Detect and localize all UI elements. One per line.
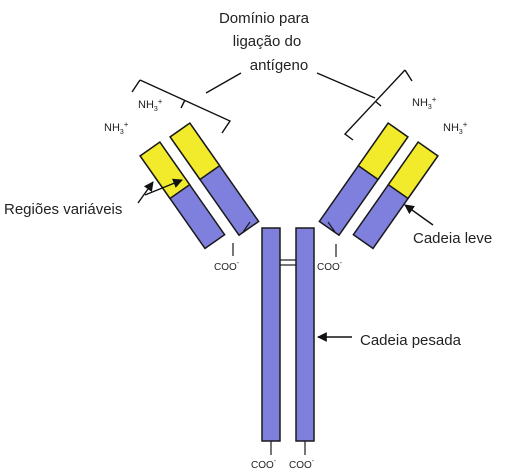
heavy-chain-label: Cadeia pesada bbox=[360, 332, 462, 349]
nh3-label-left-heavy: NH3+ bbox=[138, 97, 163, 113]
coo-label-right-light: COO- bbox=[317, 260, 343, 273]
binding-domain-label-line-1: Domínio para bbox=[219, 10, 310, 27]
light-chain-arrow bbox=[405, 205, 433, 225]
binding-domain-label-line-3: antígeno bbox=[250, 57, 308, 74]
light-chain-label: Cadeia leve bbox=[413, 230, 492, 247]
nh3-label-right-light: NH3+ bbox=[443, 120, 468, 136]
heavy-chain-right-stem bbox=[296, 228, 314, 441]
binding-domain-pointer-right bbox=[317, 73, 375, 98]
coo-label-right-heavy: COO- bbox=[289, 458, 315, 471]
binding-domain-bracket-right bbox=[345, 70, 412, 140]
coo-label-left-light: COO- bbox=[214, 260, 240, 273]
coo-label-left-heavy: COO- bbox=[251, 458, 277, 471]
nh3-label-right-heavy: NH3+ bbox=[412, 95, 437, 111]
binding-domain-pointer-left bbox=[206, 73, 241, 93]
variable-regions-label: Regiões variáveis bbox=[4, 201, 122, 218]
binding-domain-label-line-2: ligação do bbox=[233, 33, 301, 50]
nh3-label-left-light: NH3+ bbox=[104, 120, 129, 136]
heavy-chain-left-stem bbox=[262, 228, 280, 441]
